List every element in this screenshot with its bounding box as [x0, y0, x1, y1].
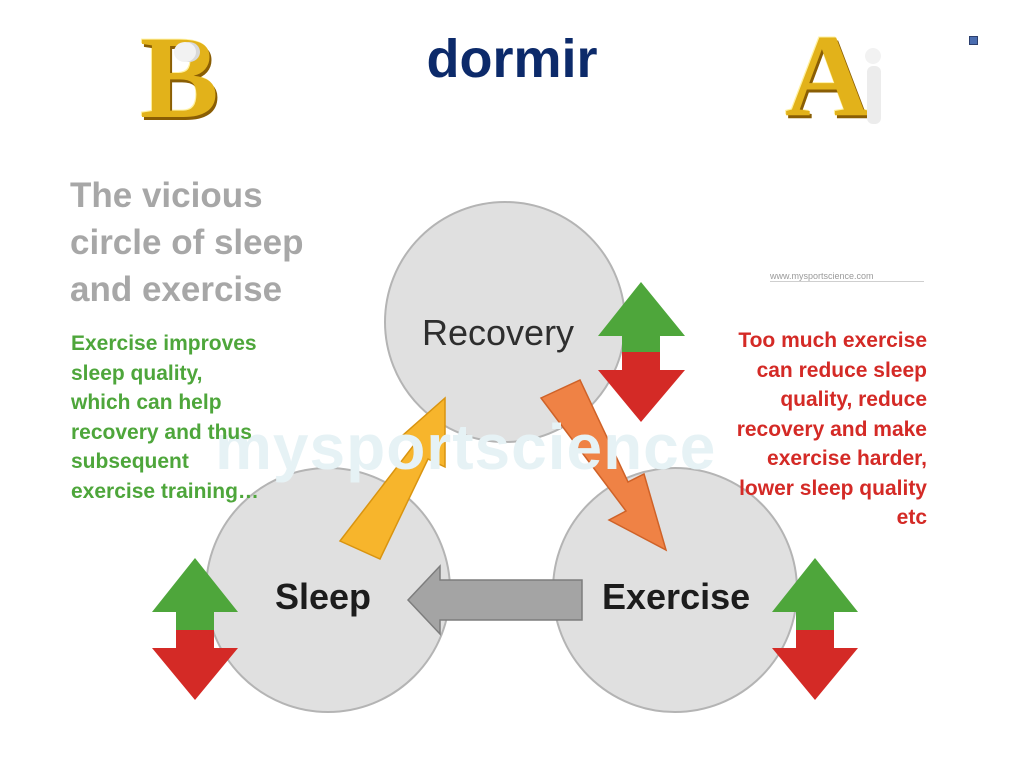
red-line: recovery and make — [736, 417, 927, 441]
green-line: recovery and thus — [71, 420, 252, 444]
green-line: sleep quality, — [71, 361, 203, 385]
logo-a: A — [785, 10, 915, 141]
exercise-down-arrow-icon — [772, 630, 858, 700]
exercise-up-arrow-icon — [772, 558, 858, 630]
red-line: etc — [896, 506, 927, 529]
figure-icon — [174, 42, 196, 62]
diagram-heading: The vicious circle of sleep and exercise — [70, 172, 370, 313]
recovery-up-arrow-icon — [598, 282, 685, 352]
red-line: lower sleep quality — [739, 476, 927, 500]
recovery-to-exercise-arrow — [539, 379, 668, 552]
figure-leaning-icon — [865, 48, 881, 64]
heading-line: and exercise — [70, 270, 283, 309]
exercise-label: Exercise — [602, 576, 751, 617]
red-line: exercise harder, — [767, 447, 927, 470]
green-line: exercise training… — [71, 479, 259, 503]
sleep-to-recovery-arrow — [338, 396, 446, 560]
positive-effect-text: Exercise improves sleep quality, which c… — [71, 329, 371, 506]
green-line: which can help — [71, 391, 222, 414]
red-line: quality, reduce — [780, 388, 927, 411]
sleep-label: Sleep — [275, 576, 372, 617]
source-url: www.mysportscience.com — [770, 271, 924, 282]
green-line: subsequent — [71, 450, 189, 473]
slide-title: dormir — [426, 29, 598, 89]
heading-line: The vicious — [70, 176, 263, 215]
logo-b-letter: B — [140, 12, 219, 143]
logo-a-letter: A — [785, 10, 871, 141]
slide-marker-dot — [969, 36, 978, 45]
logo-b: B — [140, 12, 240, 143]
recovery-down-arrow-icon — [598, 352, 685, 422]
heading-line: circle of sleep — [70, 223, 304, 262]
exercise-to-sleep-arrow — [406, 564, 583, 636]
red-line: Too much exercise — [738, 329, 927, 352]
sleep-down-arrow-icon — [152, 630, 238, 700]
recovery-label: Recovery — [422, 312, 575, 353]
green-line: Exercise improves — [71, 332, 257, 355]
watermark: mysportscience — [215, 411, 717, 483]
figure-body-icon — [867, 66, 881, 124]
red-line: can reduce sleep — [756, 358, 927, 382]
sleep-up-arrow-icon — [152, 558, 238, 630]
negative-effect-text: Too much exercise can reduce sleep quali… — [690, 326, 927, 533]
